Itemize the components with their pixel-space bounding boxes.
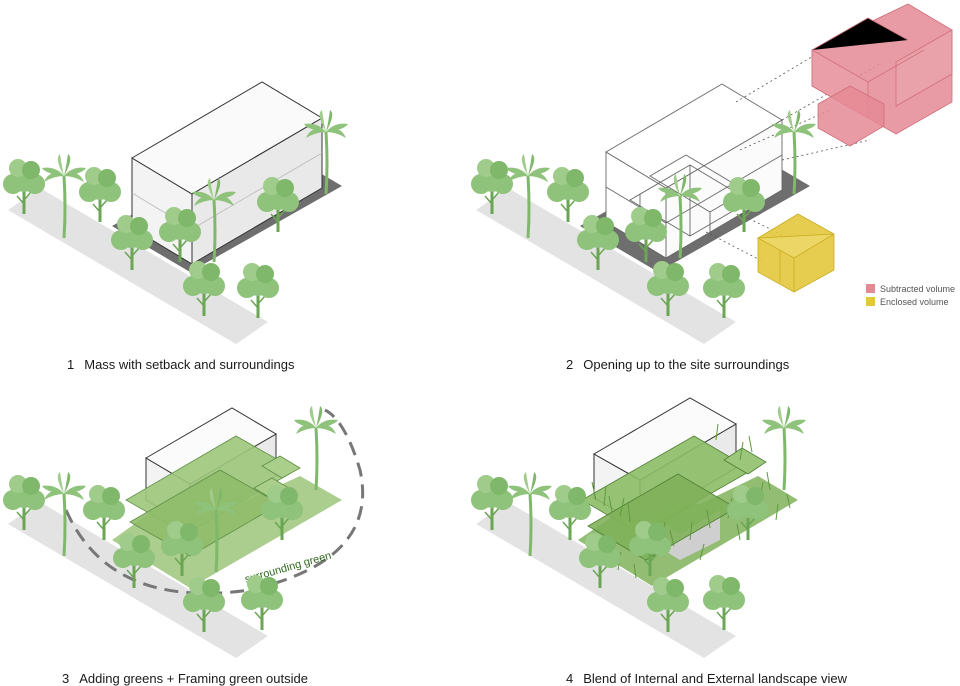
subtracted-swatch (866, 284, 875, 293)
panel-3-illustration: surrounding green (1, 404, 365, 658)
panel-1-caption-text: Mass with setback and surroundings (84, 357, 295, 372)
framing-green-arc (64, 408, 365, 595)
panel-1-illustration (1, 81, 350, 344)
enclosed-swatch (866, 297, 875, 306)
panel-2-caption: 2 Opening up to the site surroundings (566, 357, 789, 372)
legend-item-subtracted: Subtracted volume (866, 282, 955, 295)
panel-4-illustration (469, 397, 808, 658)
legend-label-subtracted: Subtracted volume (880, 283, 956, 294)
panel-1-caption: 1 Mass with setback and surroundings (67, 357, 295, 372)
panel-4-caption-text: Blend of Internal and External landscape… (583, 671, 848, 686)
panel-3-caption-text: Adding greens + Framing green outside (79, 671, 308, 686)
subtracted-volume-block (811, 3, 953, 147)
enclosed-volume-block (756, 213, 835, 293)
panel-1-building-mass (131, 81, 323, 265)
panel-4-green-terraces (581, 435, 767, 561)
panel-2-road (476, 188, 736, 344)
legend-label-enclosed: Enclosed volume (880, 296, 949, 307)
panel-2-illustration (469, 3, 953, 344)
panel-1-number: 1 (67, 357, 75, 372)
panel-4-road (476, 502, 736, 658)
legend-item-enclosed: Enclosed volume (866, 295, 955, 308)
panel-4-number: 4 (566, 671, 574, 686)
panel-3-caption: 3 Adding greens + Framing green outside (62, 671, 308, 686)
panel-2-number: 2 (566, 357, 574, 372)
panel-2-caption-text: Opening up to the site surroundings (583, 357, 790, 372)
volume-legend: Subtracted volume Enclosed volume (866, 282, 955, 308)
panel-3-number: 3 (62, 671, 70, 686)
panel-4-caption: 4 Blend of Internal and External landscap… (566, 671, 847, 686)
